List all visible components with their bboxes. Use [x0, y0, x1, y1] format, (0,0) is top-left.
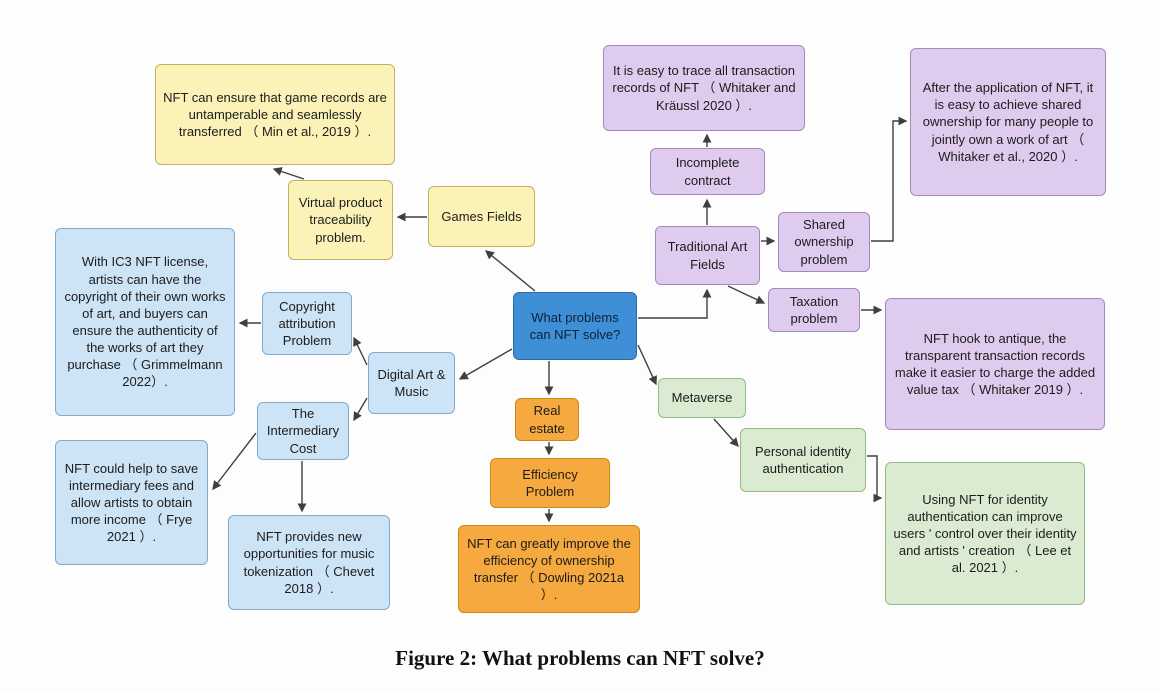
node-intermediary-cost: The Intermediary Cost	[257, 402, 349, 460]
arrow-virtual-product-to-game-records	[272, 167, 305, 180]
node-metaverse: Metaverse	[658, 378, 746, 418]
arrow-center-to-digital-art	[458, 348, 513, 380]
node-digital-art-and-music: Digital Art & Music	[368, 352, 455, 414]
node-save-fees-detail: NFT could help to save intermediary fees…	[55, 440, 208, 565]
node-virtual-product-traceability: Virtual product traceability problem.	[288, 180, 393, 260]
arrow-intermediary-to-save-fees	[212, 432, 257, 491]
arrow-center-to-games-fields	[484, 250, 536, 292]
node-personal-identity-authentication: Personal identity authentication	[740, 428, 866, 492]
node-incomplete-contract: Incomplete contract	[650, 148, 765, 195]
arrow-shared-ownership-to-detail	[871, 116, 908, 242]
node-ic3-license-detail: With IC3 NFT license, artists can have t…	[55, 228, 235, 416]
node-taxation-detail: NFT hook to antique, the transparent tra…	[885, 298, 1105, 430]
arrow-traditional-to-taxation	[727, 285, 766, 304]
node-ownership-transfer-detail: NFT can greatly improve the efficiency o…	[458, 525, 640, 613]
node-traditional-art-fields: Traditional Art Fields	[655, 226, 760, 285]
node-shared-ownership-detail: After the application of NFT, it is easy…	[910, 48, 1106, 196]
node-games-fields: Games Fields	[428, 186, 535, 247]
node-identity-detail: Using NFT for identity authentication ca…	[885, 462, 1085, 605]
arrow-metaverse-to-personal-identity	[713, 418, 739, 448]
node-center-question: What problems can NFT solve?	[513, 292, 637, 360]
node-copyright-attribution-problem: Copyright attribution Problem	[262, 292, 352, 355]
arrow-center-to-metaverse	[637, 344, 657, 386]
node-game-records: NFT can ensure that game records are unt…	[155, 64, 395, 165]
arrow-personal-identity-to-detail	[867, 455, 883, 503]
arrow-center-to-traditional-art	[638, 288, 712, 319]
node-trace-records-detail: It is easy to trace all transaction reco…	[603, 45, 805, 131]
node-shared-ownership-problem: Shared ownership problem	[778, 212, 870, 272]
arrow-digital-art-to-copyright	[353, 336, 368, 366]
figure-caption: Figure 2: What problems can NFT solve?	[395, 646, 765, 670]
node-real-estate: Real estate	[515, 398, 579, 441]
node-taxation-problem: Taxation problem	[768, 288, 860, 332]
node-music-tokenization-detail: NFT provides new opportunities for music…	[228, 515, 390, 610]
node-efficiency-problem: Efficiency Problem	[490, 458, 610, 508]
arrow-digital-art-to-intermediary	[353, 397, 368, 422]
